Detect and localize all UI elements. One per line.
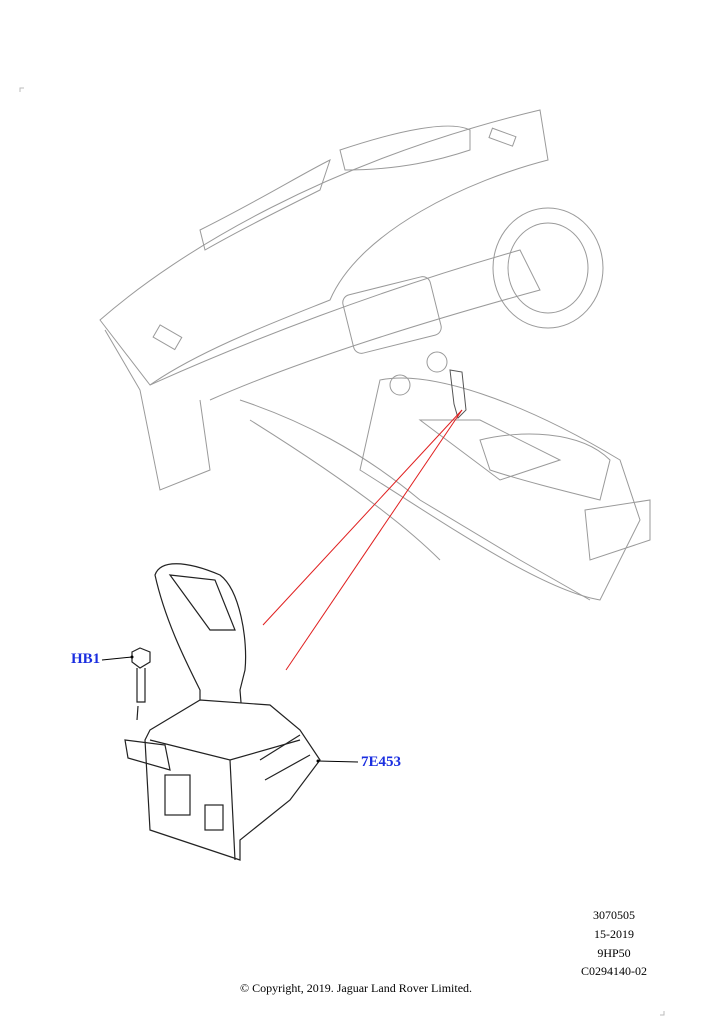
callout-7e453[interactable]: 7E453 bbox=[361, 754, 402, 770]
leader-line bbox=[285, 409, 463, 671]
ref-number: 3070505 bbox=[593, 908, 635, 922]
7e453-leader bbox=[317, 760, 359, 763]
hb1-leader bbox=[101, 656, 133, 661]
copyright: © Copyright, 2019. Jaguar Land Rover Lim… bbox=[239, 981, 473, 995]
bolt-drawing bbox=[131, 647, 151, 721]
ref-transmission: 9HP50 bbox=[597, 946, 631, 960]
ref-date: 15-2019 bbox=[594, 927, 634, 941]
gear-selector-drawing bbox=[124, 563, 321, 861]
leader-line bbox=[262, 409, 463, 626]
dashboard-drawing bbox=[99, 109, 651, 601]
ref-illustration-code: C0294140-02 bbox=[581, 964, 647, 978]
callout-hb1[interactable]: HB1 bbox=[71, 651, 101, 667]
